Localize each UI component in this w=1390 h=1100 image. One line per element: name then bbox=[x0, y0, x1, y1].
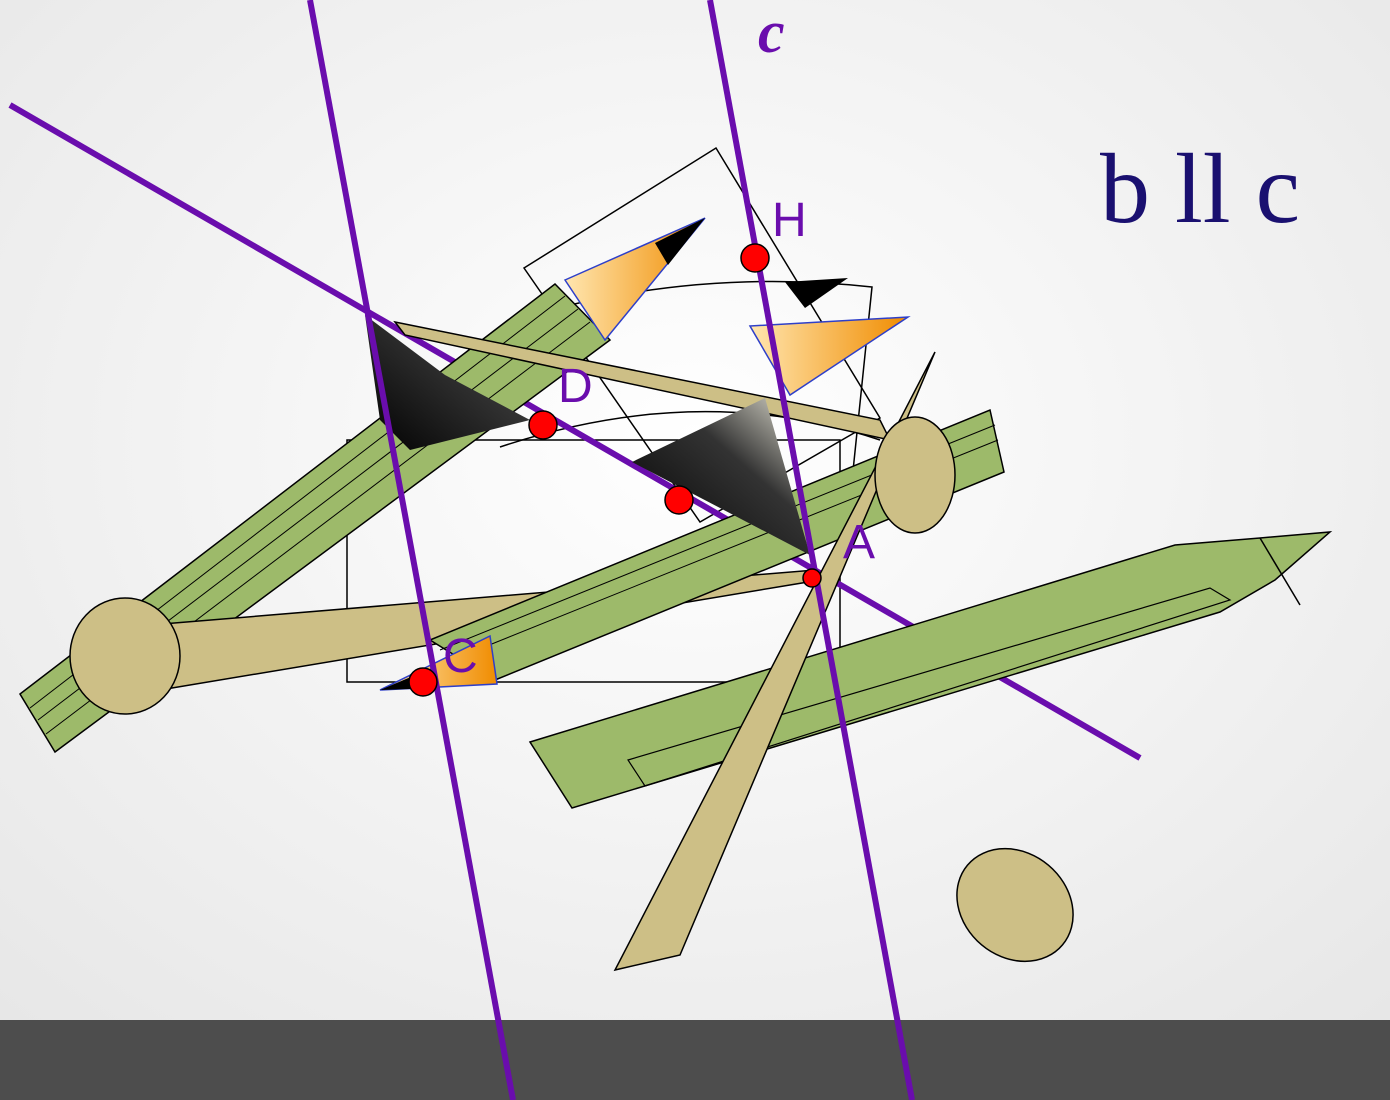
label-d: D bbox=[558, 360, 593, 413]
shaded-triangles bbox=[365, 278, 911, 555]
label-c: C bbox=[443, 630, 478, 683]
line-c bbox=[707, 0, 915, 1100]
pencil-lower bbox=[528, 531, 1333, 809]
label-line-c: c bbox=[758, 0, 785, 65]
footer-bar bbox=[0, 1020, 1390, 1100]
line-b bbox=[307, 0, 516, 1100]
point-d bbox=[528, 410, 558, 440]
label-h: H bbox=[772, 194, 807, 247]
point-h bbox=[740, 243, 770, 273]
label-line-b: b bbox=[332, 0, 362, 11]
point-a bbox=[802, 568, 822, 588]
parallel-statement: b ll c bbox=[1100, 133, 1300, 244]
point-mid bbox=[664, 485, 694, 515]
label-a: A bbox=[843, 516, 875, 569]
point-c bbox=[408, 667, 438, 697]
compass-foot bbox=[956, 847, 1074, 963]
